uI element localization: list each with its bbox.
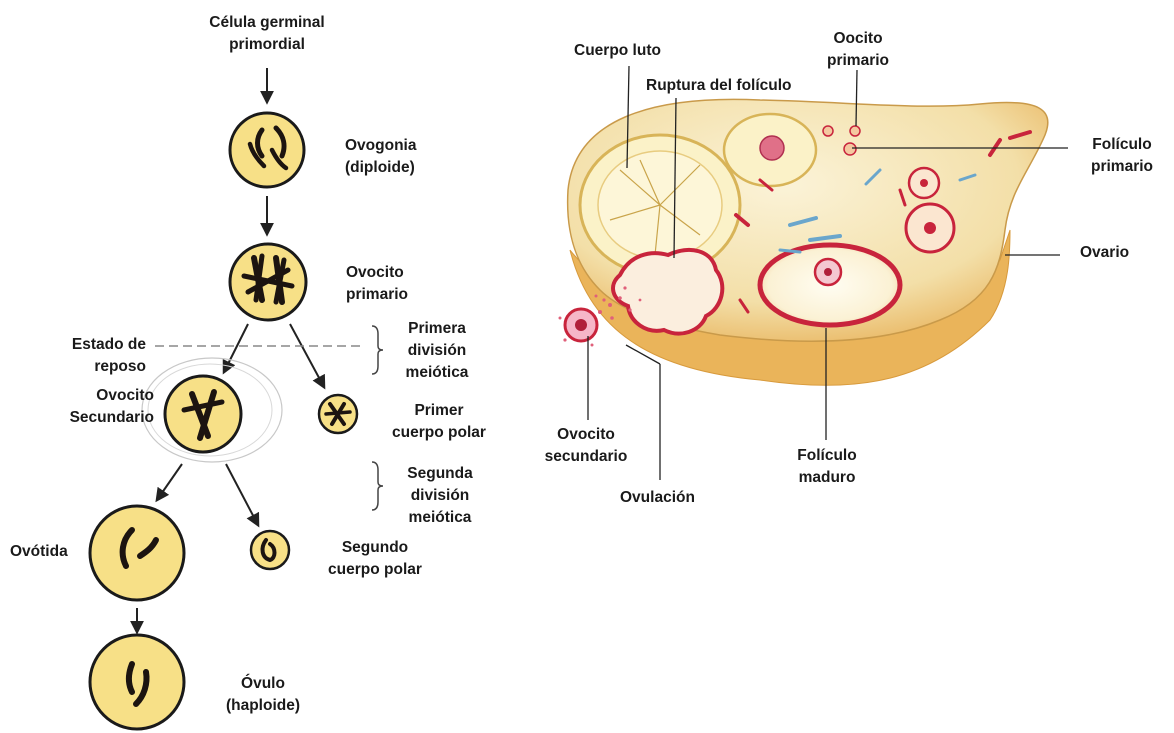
label-line: Ovario xyxy=(1080,242,1129,264)
ovum-cell xyxy=(90,635,184,729)
label-ovary: Ovario xyxy=(1080,242,1129,264)
label-line: Célula germinal xyxy=(197,12,337,34)
label-corpus-luteum: Cuerpo luto xyxy=(574,40,661,62)
label-line: Cuerpo luto xyxy=(574,40,661,62)
mature-follicle xyxy=(760,245,900,325)
label-line: Ovulación xyxy=(620,487,695,509)
label-line: primario xyxy=(1072,156,1172,178)
label-ovum: Óvulo (haploide) xyxy=(220,673,306,717)
label-line: Segunda xyxy=(392,463,488,485)
arrow-primary-to-secondary xyxy=(224,324,248,372)
label-line: Folículo xyxy=(782,445,872,467)
label-line: primario xyxy=(818,50,898,72)
label-line: división xyxy=(392,485,488,507)
label-line: cuerpo polar xyxy=(374,422,504,444)
label-line: Ovocito xyxy=(40,385,154,407)
label-line: cuerpo polar xyxy=(310,559,440,581)
label-ovary-primary-oocyte: Oocito primario xyxy=(818,28,898,72)
first-polar-body xyxy=(319,395,357,433)
ovary-diagram xyxy=(559,66,1069,480)
label-line: Ovogonia xyxy=(345,135,416,157)
label-follicle-rupture: Ruptura del folículo xyxy=(646,75,792,97)
brace-first-division xyxy=(372,326,383,374)
label-line: meiótica xyxy=(392,362,482,384)
label-line: Primera xyxy=(392,318,482,340)
primary-oocyte-cell xyxy=(230,244,306,320)
oogonia-cell xyxy=(230,113,304,187)
arrow-primary-to-polar1 xyxy=(290,324,324,387)
growing-follicle-2 xyxy=(909,168,939,198)
growing-follicle-1 xyxy=(906,204,954,252)
label-secondary-oocyte: Ovocito Secundario xyxy=(40,385,154,429)
label-line: maduro xyxy=(782,467,872,489)
label-line: primordial xyxy=(197,34,337,56)
label-mature-follicle: Folículo maduro xyxy=(782,445,872,489)
label-line: Ovocito xyxy=(530,424,642,446)
label-line: Folículo xyxy=(1072,134,1172,156)
label-line: primario xyxy=(346,284,408,306)
label-line: Primer xyxy=(374,400,504,422)
second-polar-body xyxy=(251,531,289,569)
label-line: Segundo xyxy=(310,537,440,559)
label-line: (haploide) xyxy=(220,695,306,717)
arrow-secondary-to-ootid xyxy=(157,464,182,500)
secondary-oocyte-cell xyxy=(165,376,241,452)
label-first-meiotic-division: Primera división meiótica xyxy=(392,318,482,384)
label-line: (diploide) xyxy=(345,157,416,179)
label-line: Estado de xyxy=(60,334,146,356)
label-second-meiotic-division: Segunda división meiótica xyxy=(392,463,488,529)
label-second-polar-body: Segundo cuerpo polar xyxy=(310,537,440,581)
label-resting-state: Estado de reposo xyxy=(60,334,146,378)
brace-second-division xyxy=(372,462,383,510)
arrow-secondary-to-polar2 xyxy=(226,464,258,525)
label-secondary-oocyte-ovary: Ovocito secundario xyxy=(530,424,642,468)
label-primordial-germ-cell: Célula germinal primordial xyxy=(197,12,337,56)
label-line: reposo xyxy=(60,356,146,378)
label-line: meiótica xyxy=(392,507,488,529)
label-line: secundario xyxy=(530,446,642,468)
label-line: Secundario xyxy=(40,407,154,429)
label-line: Ruptura del folículo xyxy=(646,75,792,97)
label-ootid: Ovótida xyxy=(10,541,68,563)
ootid-cell xyxy=(90,506,184,600)
atretic-follicle xyxy=(724,114,816,186)
label-oogonia: Ovogonia (diploide) xyxy=(345,135,416,179)
label-line: Oocito xyxy=(818,28,898,50)
label-primary-follicle: Folículo primario xyxy=(1072,134,1172,178)
label-line: Óvulo xyxy=(220,673,306,695)
label-line: división xyxy=(392,340,482,362)
label-primary-oocyte: Ovocito primario xyxy=(346,262,408,306)
label-line: Ovocito xyxy=(346,262,408,284)
label-line: Ovótida xyxy=(10,541,68,563)
label-first-polar-body: Primer cuerpo polar xyxy=(374,400,504,444)
label-ovulation: Ovulación xyxy=(620,487,695,509)
